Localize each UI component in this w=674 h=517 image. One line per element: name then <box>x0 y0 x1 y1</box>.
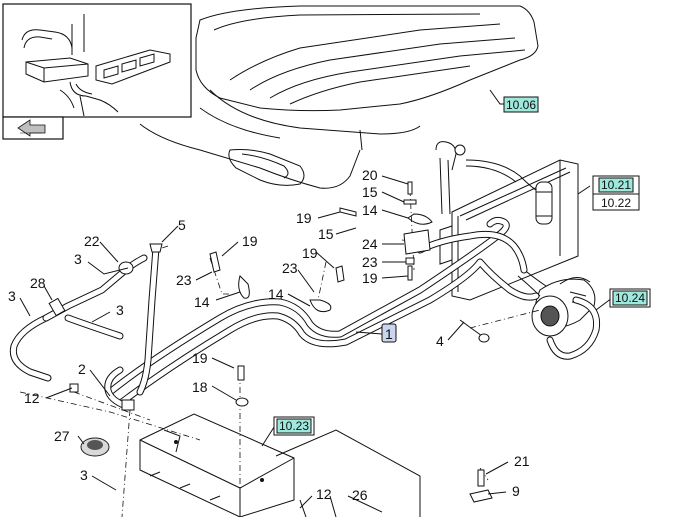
callout-19: 19 <box>302 245 318 261</box>
svg-text:10.23: 10.23 <box>279 419 309 433</box>
callout-19: 19 <box>296 210 312 226</box>
svg-text:10.24: 10.24 <box>615 291 645 305</box>
callout-28: 28 <box>30 275 46 291</box>
heater-box <box>139 413 421 517</box>
part-1-highlight[interactable] <box>381 323 397 343</box>
callout-23: 23 <box>362 254 378 270</box>
hose-assemblies <box>9 216 601 410</box>
section-references: 10.06 10.21 10.22 10.24 10.23 <box>273 96 651 436</box>
inset-view <box>2 3 192 140</box>
callout-20: 20 <box>362 167 378 183</box>
small-parts <box>48 181 493 503</box>
callout-9: 9 <box>512 483 520 499</box>
ref-10-23[interactable]: 10.23 <box>273 416 315 436</box>
callout-27: 27 <box>54 428 70 444</box>
inset-return-arrow-icon[interactable] <box>17 119 46 137</box>
callout-14: 14 <box>362 202 378 218</box>
callout-19: 19 <box>242 233 258 249</box>
callout-19: 19 <box>362 270 378 286</box>
callout-19: 19 <box>192 350 208 366</box>
leader-lines <box>19 89 613 513</box>
callout-labels: 20 15 14 19 15 24 23 19 5 22 3 19 19 23 … <box>8 167 530 503</box>
svg-text:10.22: 10.22 <box>601 196 631 210</box>
ref-10-24[interactable]: 10.24 <box>609 288 651 308</box>
callout-23: 23 <box>176 272 192 288</box>
callout-14: 14 <box>268 286 284 302</box>
callout-4: 4 <box>436 333 444 349</box>
callout-1: 1 <box>385 326 393 342</box>
callout-24: 24 <box>362 236 378 252</box>
condenser-unit <box>435 141 579 301</box>
callout-12: 12 <box>316 486 332 502</box>
callout-23: 23 <box>282 260 298 276</box>
callout-18: 18 <box>192 379 208 395</box>
callout-21: 21 <box>514 453 530 469</box>
callout-26: 26 <box>352 487 368 503</box>
callout-12: 12 <box>24 390 40 406</box>
callout-22: 22 <box>84 233 100 249</box>
callout-3: 3 <box>8 288 16 304</box>
callout-3: 3 <box>74 251 82 267</box>
cab-roof <box>139 5 539 189</box>
ref-10-21[interactable]: 10.21 <box>592 175 640 211</box>
ref-10-06[interactable]: 10.06 <box>503 96 539 113</box>
compressor <box>517 267 596 337</box>
callout-3: 3 <box>80 467 88 483</box>
callout-15: 15 <box>318 226 334 242</box>
svg-text:10.21: 10.21 <box>601 178 631 192</box>
ref-10-22[interactable]: 10.22 <box>601 196 631 210</box>
callout-15: 15 <box>362 184 378 200</box>
callout-3: 3 <box>116 302 124 318</box>
callout-14: 14 <box>194 294 210 310</box>
callout-5: 5 <box>178 217 186 233</box>
callout-2: 2 <box>78 361 86 377</box>
svg-text:10.06: 10.06 <box>506 98 536 112</box>
